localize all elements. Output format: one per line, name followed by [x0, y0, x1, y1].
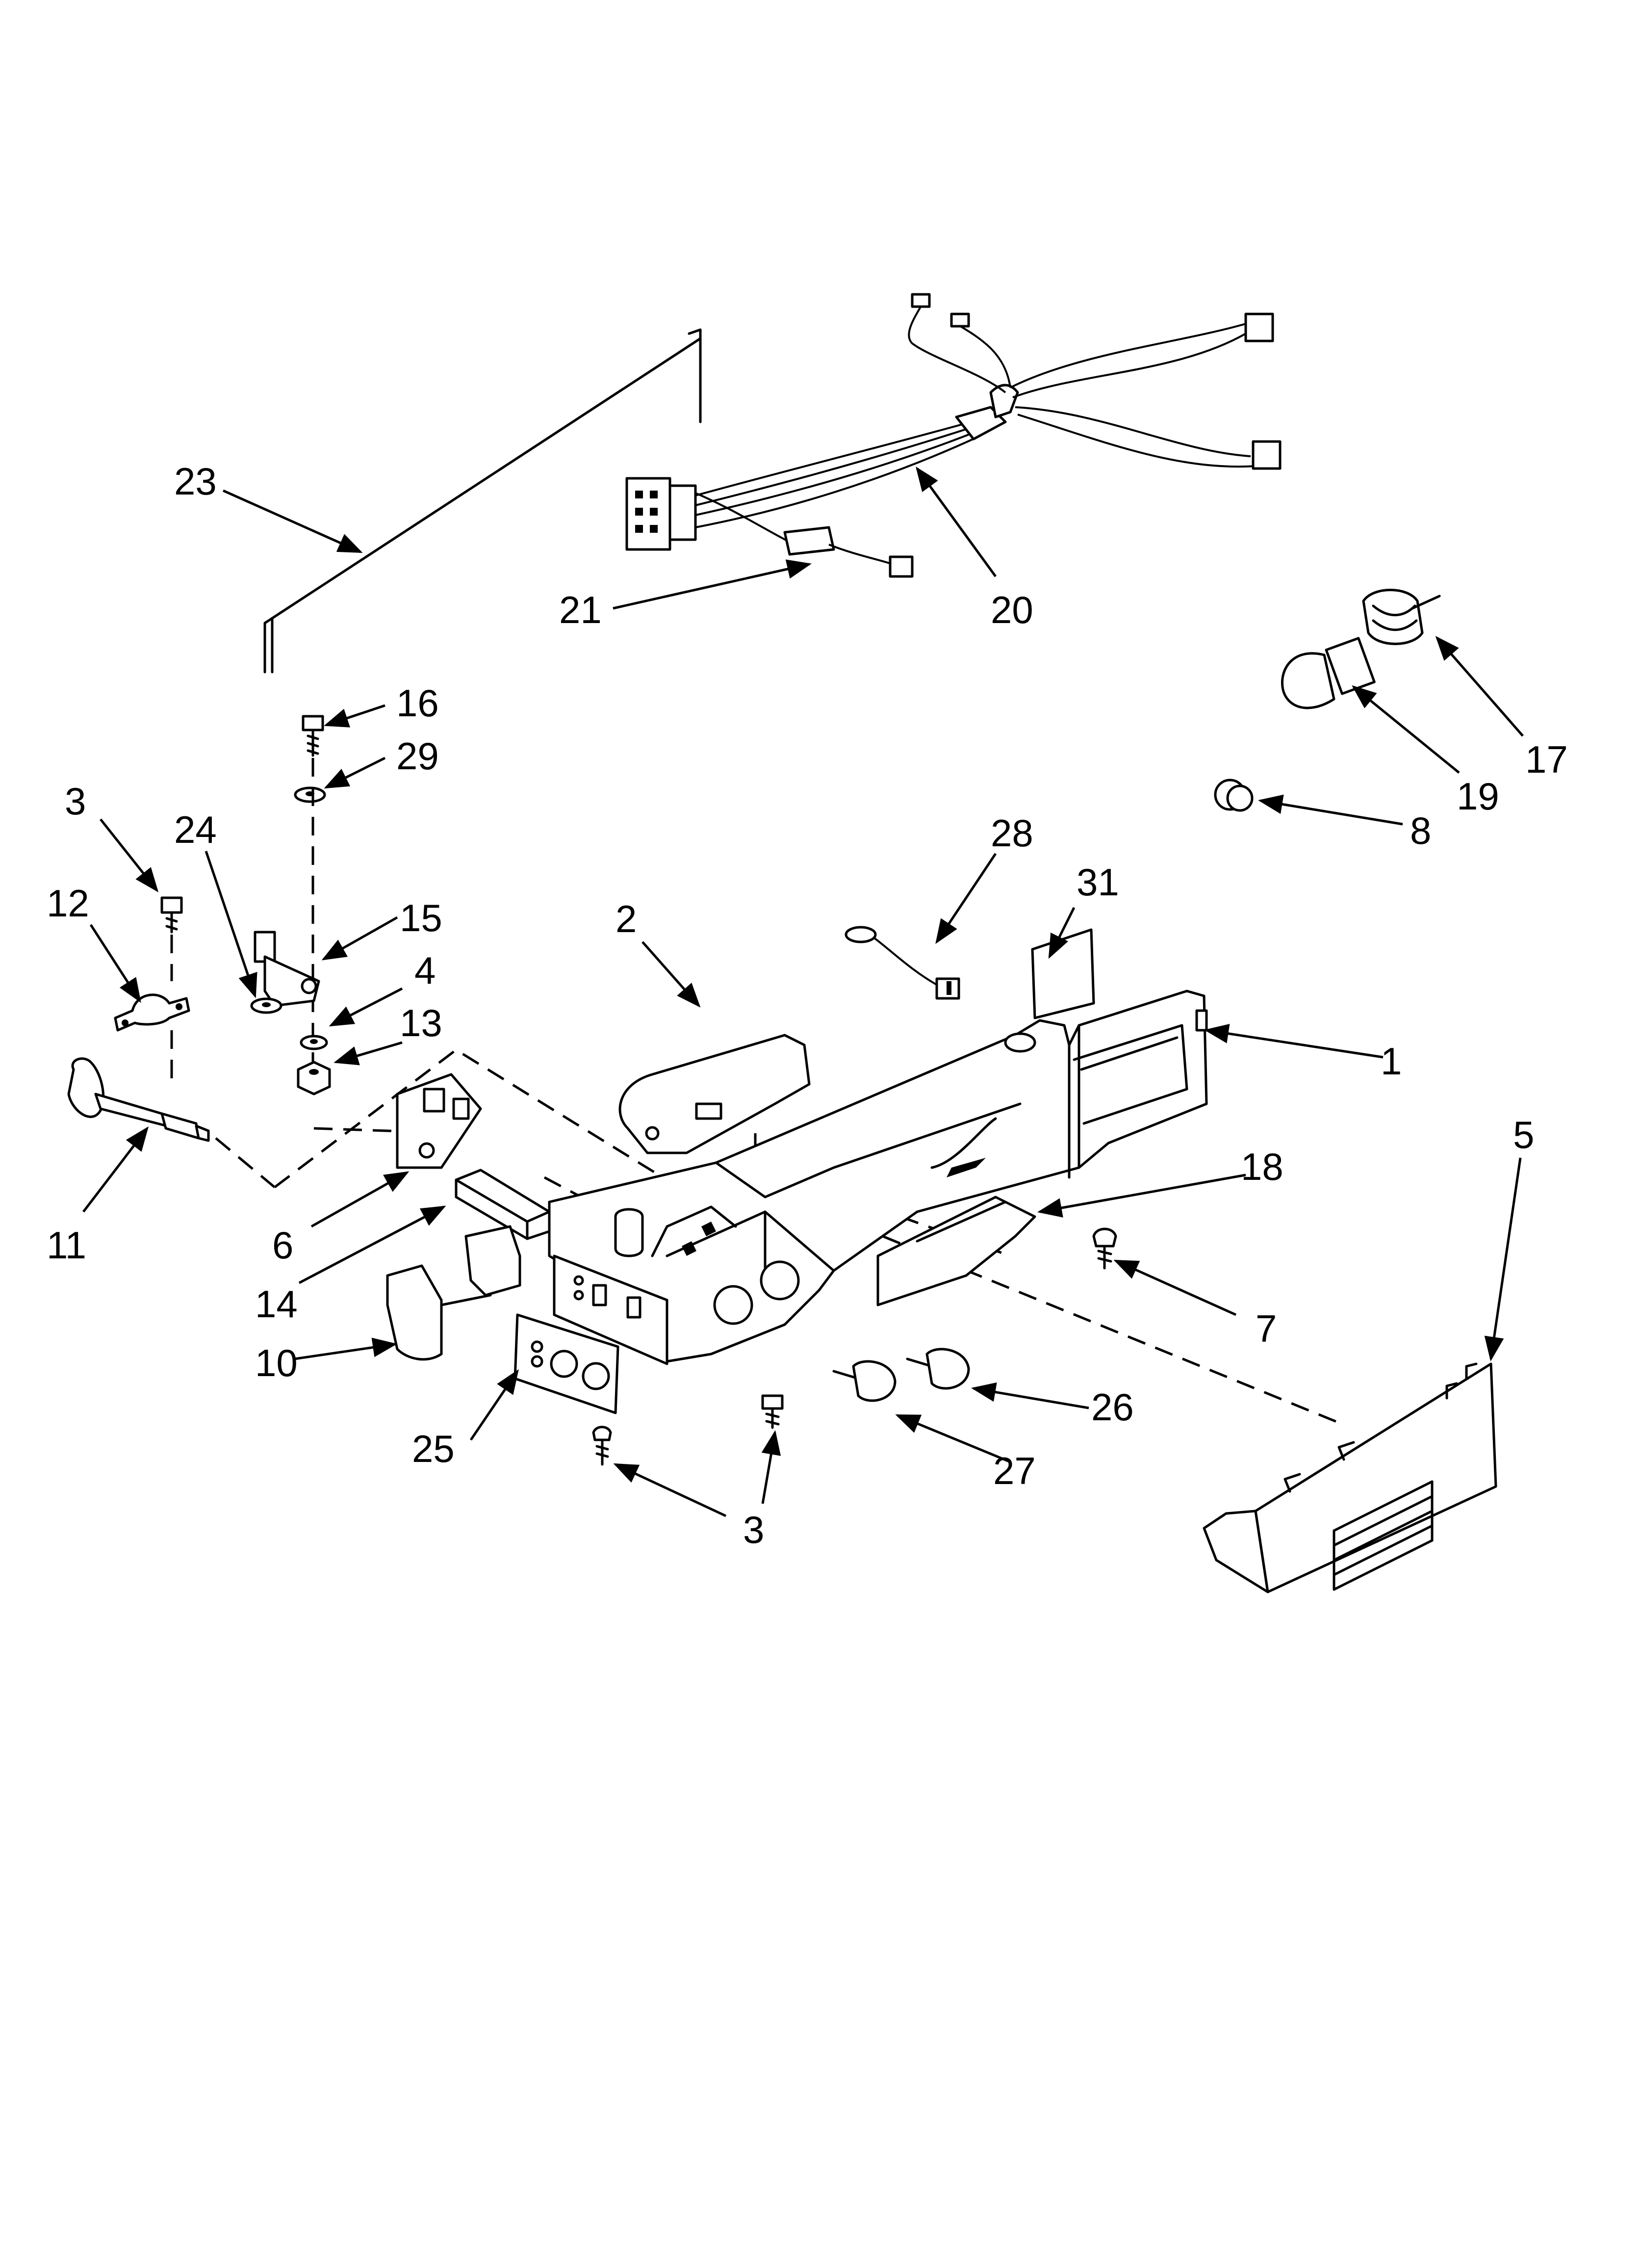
callout-29: 29 [396, 734, 439, 778]
part-6-switch [396, 1073, 482, 1169]
callout-numbers: 23 21 20 17 19 8 16 29 3 24 12 15 4 13 1… [47, 460, 1568, 1551]
callout-15: 15 [400, 896, 442, 939]
callout-11: 11 [47, 1224, 86, 1267]
part-13-nut [297, 1061, 331, 1095]
callout-26: 26 [1091, 1385, 1134, 1429]
part-19-bulb [1281, 637, 1376, 709]
part-1-housing [548, 990, 1208, 1365]
callout-21: 21 [559, 588, 602, 631]
part-17-lamp-socket [1362, 589, 1441, 645]
callout-10: 10 [255, 1341, 298, 1384]
part-15-lever [254, 931, 320, 1007]
part-25-faceplate [513, 1313, 619, 1414]
part-8-plug-button [1214, 779, 1254, 812]
part-2-label [618, 1034, 811, 1154]
part-11-shaft [67, 1057, 210, 1142]
callout-24: 24 [174, 808, 217, 851]
part-16-screw [302, 715, 324, 757]
callout-3-upper: 3 [65, 780, 86, 823]
callout-1: 1 [1381, 1040, 1402, 1083]
part-23-rod [263, 328, 702, 674]
part-18-insulation [876, 1196, 1036, 1306]
part-20-wire-harness [625, 293, 1282, 551]
part-10-bracket [386, 1225, 521, 1361]
part-24-washer [250, 997, 282, 1014]
callout-12: 12 [47, 882, 89, 925]
callout-13: 13 [400, 1001, 442, 1044]
part-28-sensor [845, 926, 960, 1000]
callout-20: 20 [991, 588, 1033, 631]
part-27-knob [832, 1360, 897, 1402]
part-21-connector [695, 492, 914, 578]
part-7-screw [1092, 1227, 1117, 1270]
callout-7: 7 [1256, 1307, 1277, 1350]
part-26-knob [906, 1348, 970, 1390]
callout-6: 6 [272, 1224, 293, 1267]
part-3-screw-lower-a [761, 1394, 784, 1429]
callout-5: 5 [1513, 1113, 1534, 1156]
callout-17: 17 [1525, 738, 1568, 781]
callout-18: 18 [1241, 1145, 1283, 1188]
callout-2: 2 [616, 897, 637, 940]
callout-8: 8 [1410, 809, 1431, 852]
part-3-screw-lower-b [592, 1426, 612, 1466]
part-5-grille [1203, 1362, 1497, 1593]
callout-3-lower: 3 [743, 1508, 764, 1551]
callout-31: 31 [1077, 860, 1119, 904]
part-29-washer [294, 786, 326, 803]
callout-leaders [82, 466, 1524, 1517]
callout-16: 16 [396, 681, 439, 725]
callout-14: 14 [255, 1282, 298, 1326]
callout-4: 4 [414, 949, 436, 992]
callout-28: 28 [991, 811, 1033, 855]
callout-27: 27 [993, 1449, 1036, 1492]
part-4-washer [300, 1035, 328, 1050]
callout-19: 19 [1457, 775, 1499, 818]
part-31-pad [1031, 928, 1095, 1019]
part-12-clamp [114, 993, 190, 1032]
part-3-screw-upper [160, 896, 183, 934]
callout-25: 25 [412, 1427, 455, 1470]
callout-23: 23 [174, 460, 217, 503]
